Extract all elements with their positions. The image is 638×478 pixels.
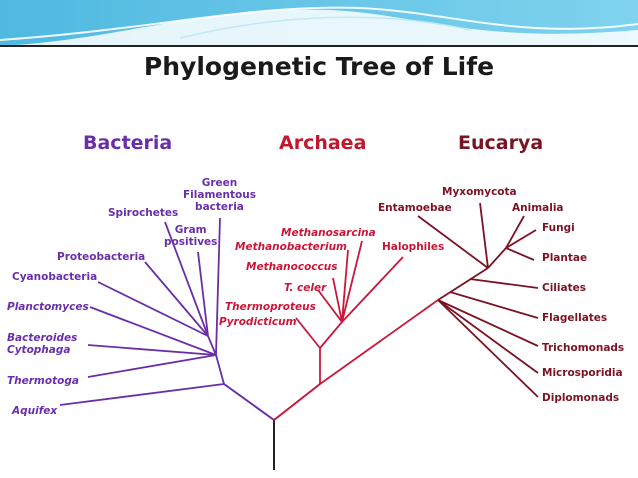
taxon-halophiles: Halophiles xyxy=(382,241,445,253)
taxon-fungi: Fungi xyxy=(542,222,575,234)
taxon-planctomyces: Planctomyces xyxy=(7,301,89,313)
bacteria-domain-label: Bacteria xyxy=(83,132,173,154)
taxon-thermoproteus: Thermoproteus xyxy=(225,301,316,313)
taxon-pyrodicticum: Pyrodicticum xyxy=(219,316,297,328)
taxon-bacteroides-cytophaga: Bacteroides Cytophaga xyxy=(7,332,78,356)
taxon-methanosarcina: Methanosarcina xyxy=(281,227,376,239)
taxon-microsporidia: Microsporidia xyxy=(542,367,623,379)
taxon-diplomonads: Diplomonads xyxy=(542,392,620,404)
taxon-spirochetes: Spirochetes xyxy=(108,207,179,219)
taxon-myxomycota: Myxomycota xyxy=(442,186,517,198)
archaea-branches xyxy=(295,240,439,385)
taxon-plantae: Plantae xyxy=(542,252,588,264)
taxon-cyanobacteria: Cyanobacteria xyxy=(12,271,98,283)
taxon-methanococcus: Methanococcus xyxy=(246,261,338,273)
taxon-green-filamentous-bacteria: Green Filamentous bacteria xyxy=(183,177,256,213)
taxon-flagellates: Flagellates xyxy=(542,312,608,324)
eucarya-domain-label: Eucarya xyxy=(458,132,544,154)
archaea-domain-label: Archaea xyxy=(279,132,367,154)
taxon-thermotoga: Thermotoga xyxy=(7,375,79,387)
taxon-animalia: Animalia xyxy=(512,202,564,214)
page-title: Phylogenetic Tree of Life xyxy=(143,52,495,81)
taxon-methanobacterium: Methanobacterium xyxy=(235,241,347,253)
eucarya-branches xyxy=(417,202,539,398)
taxon-t-celer: T. celer xyxy=(284,282,327,294)
archaea-eucarya-trunk xyxy=(273,383,321,421)
taxon-gram-positives: Gram positives xyxy=(164,224,218,248)
taxon-entamoebae: Entamoebae xyxy=(378,202,452,214)
taxon-ciliates: Ciliates xyxy=(542,282,586,294)
header-banner xyxy=(0,0,638,47)
bacteria-branches xyxy=(59,217,225,406)
taxon-proteobacteria: Proteobacteria xyxy=(57,251,146,263)
taxon-aquifex: Aquifex xyxy=(12,405,58,417)
bacteria-trunk xyxy=(223,383,275,421)
taxon-trichomonads: Trichomonads xyxy=(542,342,625,354)
